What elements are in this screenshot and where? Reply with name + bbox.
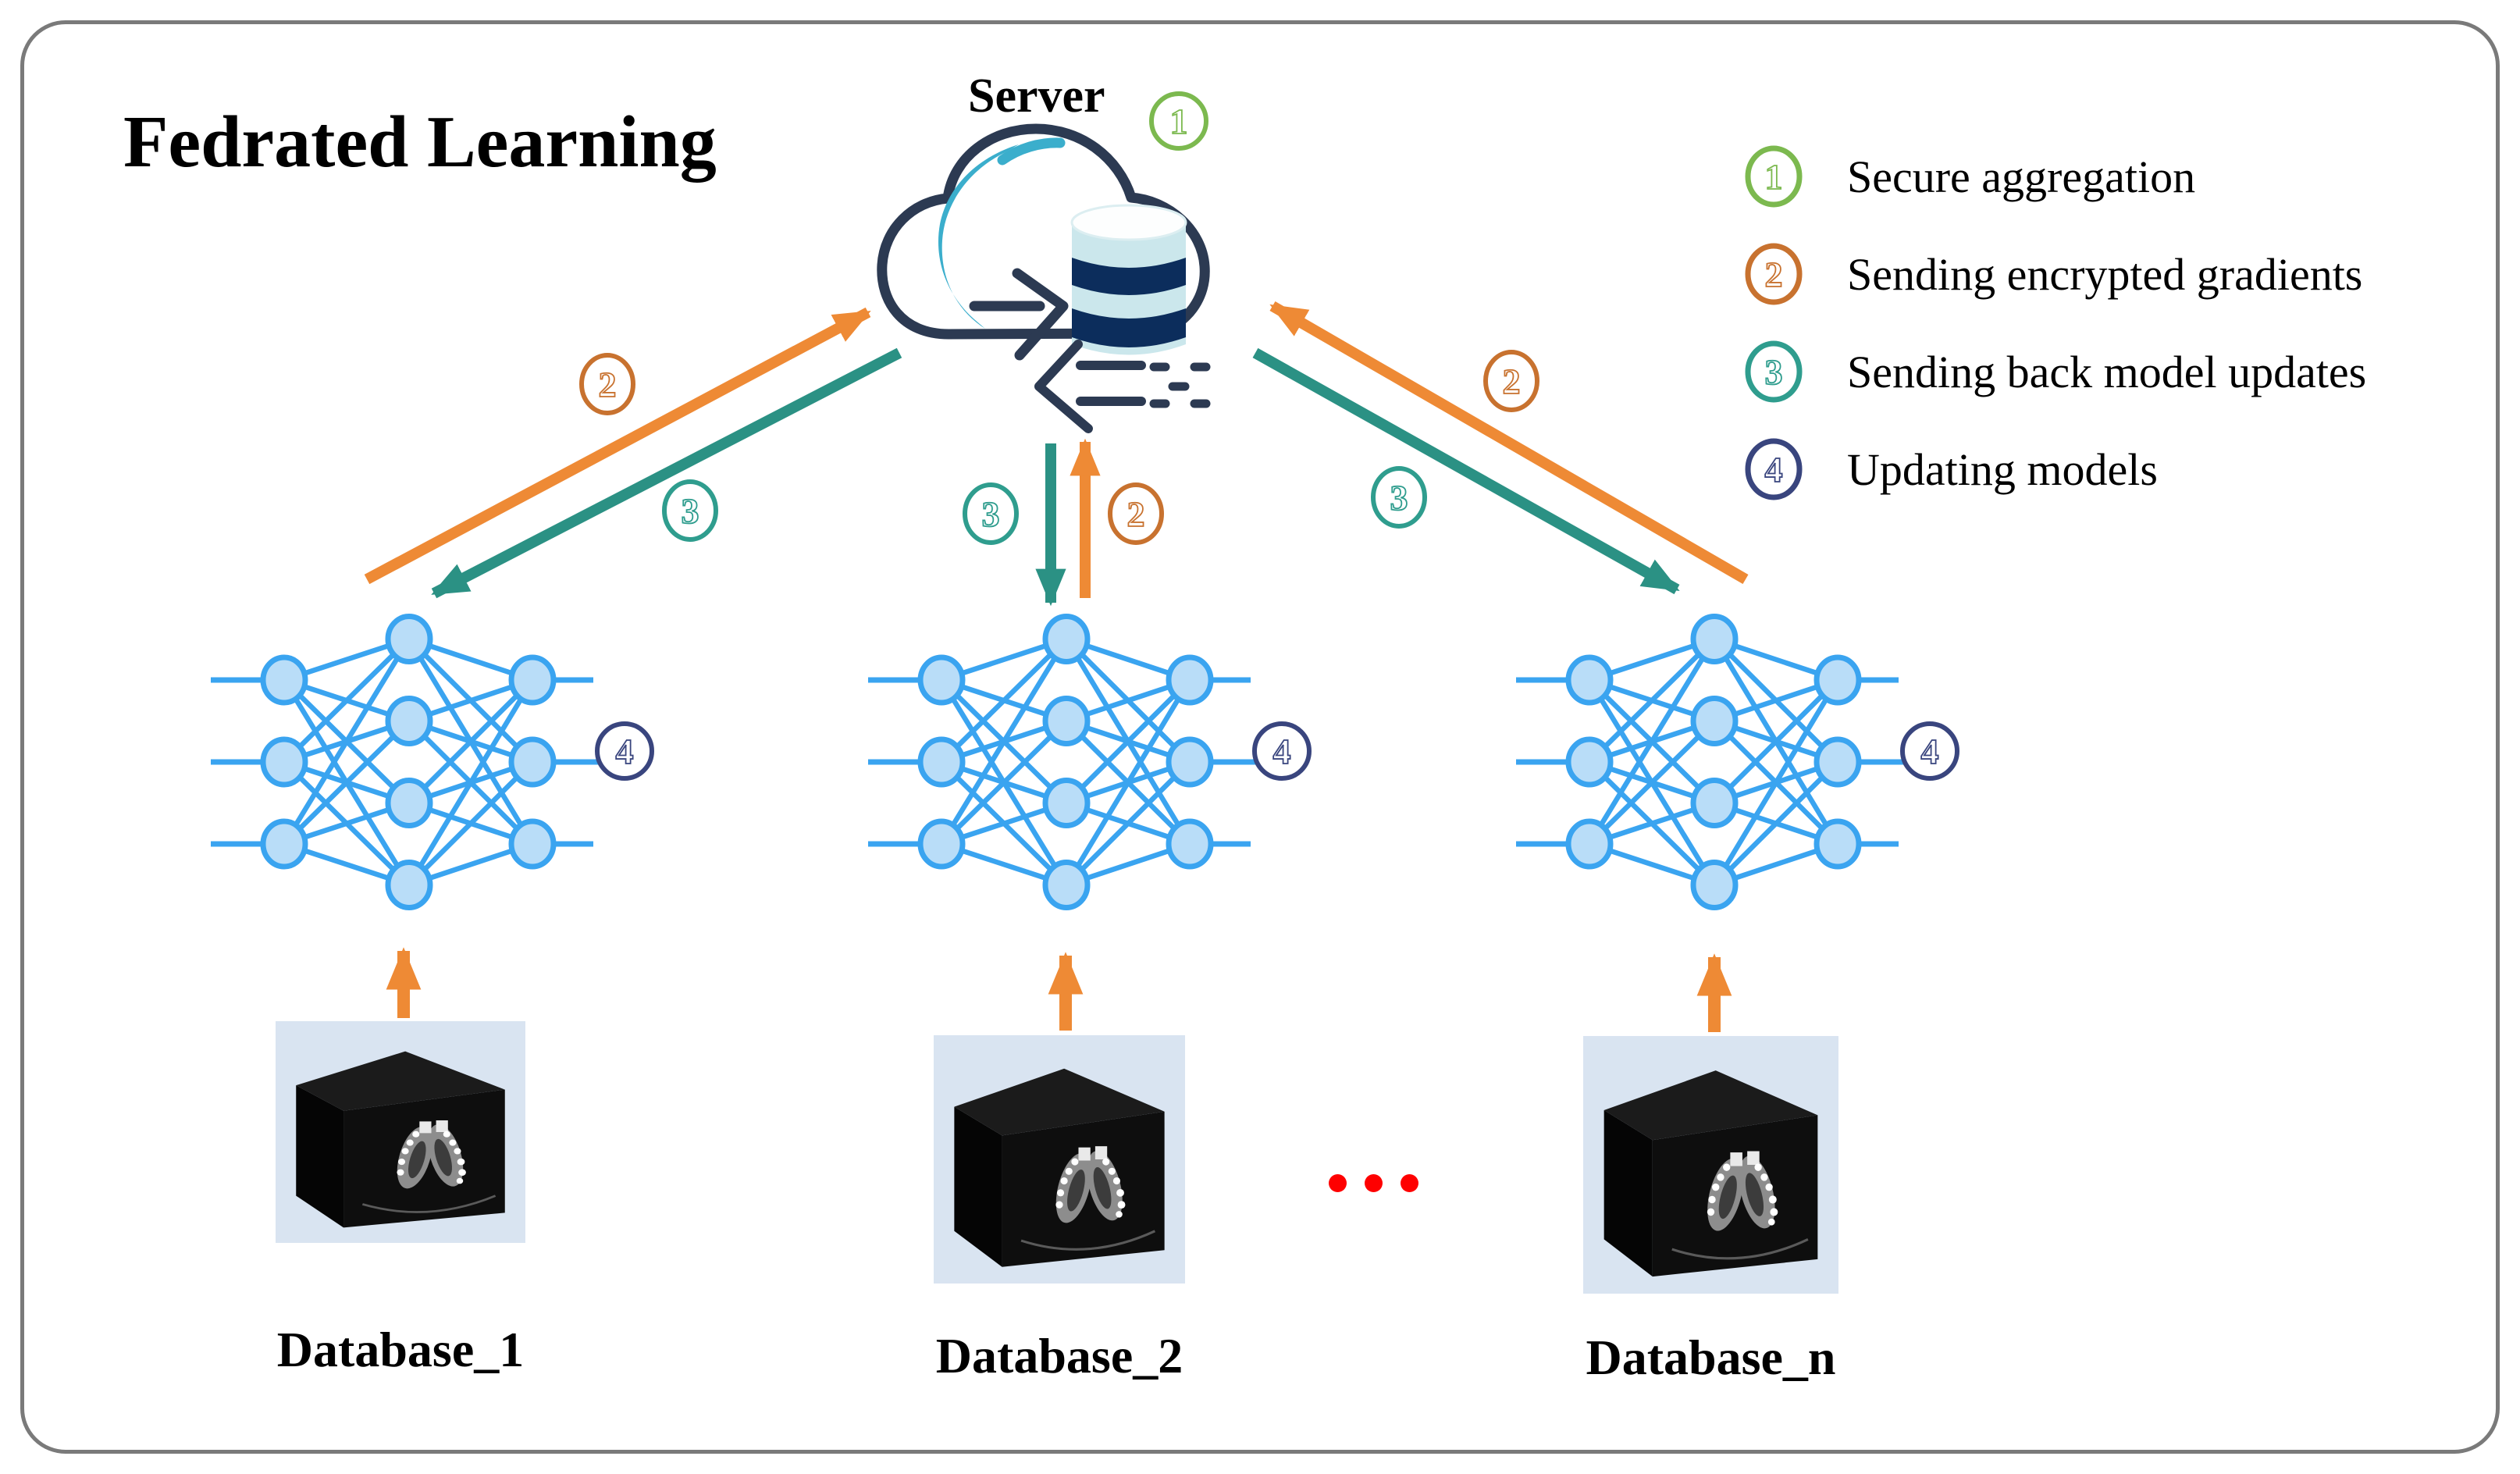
more-databases-ellipsis [1329,1174,1418,1192]
gradients-arrow-right [1269,301,1749,585]
step-2-badge-icon: 2 [1745,243,1803,305]
svg-text:3: 3 [982,494,1000,534]
ellipsis-dot [1365,1174,1383,1192]
update-badge-4-right: 4 [1900,721,1959,781]
legend-label: Sending back model updates [1847,346,2367,397]
figure-border [20,20,2500,1454]
database-cylinder-top [1070,204,1187,241]
ct-scan-cube-icon [282,1026,519,1238]
svg-text:2: 2 [599,365,617,404]
update-badge-4-left: 4 [595,721,654,781]
database-n-block [1583,1036,1838,1294]
client-model-2 [832,609,1316,913]
svg-text:4: 4 [1921,732,1939,771]
ct-scan-cube-icon [1589,1041,1832,1289]
neural-network-icon [211,614,598,910]
svg-text:1: 1 [1765,157,1783,197]
legend-label: Secure aggregation [1847,151,2196,202]
figure-title: Fedrated Learning [123,101,717,183]
ct-scan-cube-icon [940,1040,1179,1279]
cloud-database-server-icon [877,123,1211,433]
database-1-block [276,1021,525,1243]
database-n-label: Database_n [1586,1330,1836,1385]
svg-text:3: 3 [682,491,699,531]
flow-badge-3-middle: 3 [963,482,1019,545]
svg-text:2: 2 [1127,494,1145,534]
flow-badge-2-middle: 2 [1108,482,1164,545]
server-label: Server [968,69,1105,123]
flow-badge-2-right: 2 [1483,350,1539,412]
outbound-arrow-icon [1034,340,1146,433]
database-cylinder-band [1072,258,1186,295]
svg-text:3: 3 [1390,478,1408,518]
legend-item-2: 2 Sending encrypted gradients [1744,243,2366,305]
neural-network-icon [868,614,1255,910]
step-1-badge-icon: 1 [1745,145,1803,208]
inbound-arrow-icon [969,268,1069,361]
neural-network-icon [1516,614,1903,910]
svg-text:1: 1 [1170,101,1188,141]
legend-label: Sending encrypted gradients [1847,248,2363,300]
update-badge-4-middle: 4 [1252,721,1312,781]
cloud-teal-crescent [938,144,1019,329]
legend-item-4: 4 Updating models [1744,438,2366,500]
flow-badge-3-right: 3 [1371,466,1427,529]
legend: 1 Secure aggregation 2 Sending encrypted… [1744,145,2366,536]
legend-label: Updating models [1847,443,2158,495]
database-2-block [934,1035,1185,1284]
svg-text:4: 4 [616,732,634,771]
svg-text:4: 4 [1765,450,1783,490]
client-model-n [1480,609,1964,913]
svg-text:2: 2 [1503,361,1521,401]
client-model-1 [175,609,659,913]
ellipsis-dot [1401,1174,1418,1192]
updates-arrow-right [1252,347,1680,595]
flow-badge-2-left: 2 [579,353,635,415]
ellipsis-dot [1329,1174,1347,1192]
svg-text:4: 4 [1273,732,1291,771]
legend-item-1: 1 Secure aggregation [1744,145,2366,208]
svg-text:3: 3 [1765,352,1783,392]
flow-badge-3-left: 3 [662,479,718,542]
data-dashes-icon [1149,362,1211,408]
updates-arrow-left [431,347,902,599]
gradients-arrow-left [364,307,871,585]
cloud-teal-swoosh [997,137,1066,166]
database-2-label: Database_2 [935,1328,1183,1383]
step-3-badge-icon: 3 [1745,340,1803,403]
svg-text:2: 2 [1765,255,1783,294]
legend-item-3: 3 Sending back model updates [1744,340,2366,403]
server-step-1-badge: 1 [1149,91,1208,151]
database-cylinder-band [1072,308,1186,347]
database-1-label: Database_1 [276,1322,525,1377]
step-4-badge-icon: 4 [1745,438,1803,500]
